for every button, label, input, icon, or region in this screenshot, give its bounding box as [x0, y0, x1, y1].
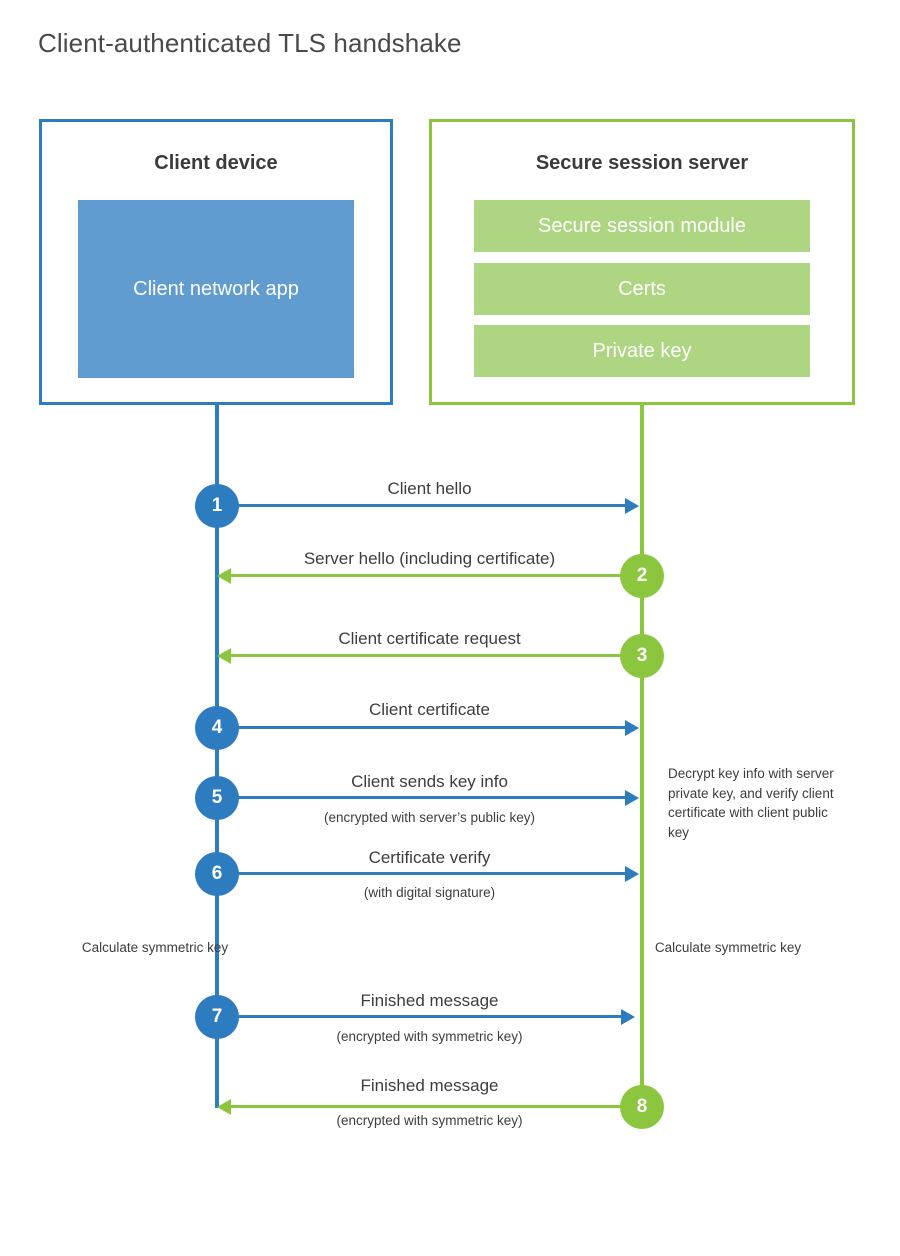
step-7-label: Finished message: [360, 991, 499, 1010]
server-component-certs: Certs: [474, 263, 810, 315]
step-8-number-badge: 8: [620, 1085, 664, 1129]
step-5-arrow-head-icon: [625, 790, 639, 806]
step-1-label: Client hello: [387, 479, 472, 498]
step-7-arrow-head-icon: [621, 1009, 635, 1025]
step-3-arrow-head-icon: [217, 648, 231, 664]
step-5-label: Client sends key info: [351, 772, 508, 791]
step-4-arrow-line: [217, 726, 625, 729]
step-2-number-badge: 2: [620, 554, 664, 598]
client-device-title: Client device: [154, 152, 278, 174]
step-4-arrow-head-icon: [625, 720, 639, 736]
step-8-arrow-line: [231, 1105, 625, 1108]
client-lifeline: [215, 405, 219, 1108]
step-2-arrow-head-icon: [217, 568, 231, 584]
step-5-sublabel: (encrypted with server’s public key): [323, 810, 536, 825]
step-7-number-badge: 7: [195, 995, 239, 1039]
step-5-arrow-line: [217, 796, 625, 799]
step-6-label: Certificate verify: [368, 848, 491, 867]
step-5-number-badge: 5: [195, 776, 239, 820]
step-6-sublabel: (with digital signature): [363, 885, 496, 900]
step-3-number-badge: 3: [620, 634, 664, 678]
server-calculate-symmetric-key-note: Calculate symmetric key: [654, 940, 802, 955]
step-6-arrow-line: [217, 872, 625, 875]
step-1-arrow-head-icon: [625, 498, 639, 514]
server-component-secure-session-module: Secure session module: [474, 200, 810, 252]
step-4-number-badge: 4: [195, 706, 239, 750]
step-3-label: Client certificate request: [338, 629, 521, 648]
step-8-arrow-head-icon: [217, 1099, 231, 1115]
secure-session-server-box: Secure session server Secure session mod…: [429, 119, 855, 405]
step-6-arrow-head-icon: [625, 866, 639, 882]
step-6-number-badge: 6: [195, 852, 239, 896]
server-decrypt-note: Decrypt key info with server private key…: [668, 766, 834, 840]
client-device-box: Client device Client network app: [39, 119, 393, 405]
step-7-sublabel: (encrypted with symmetric key): [336, 1029, 523, 1044]
secure-session-server-title: Secure session server: [535, 152, 749, 174]
page-title: Client-authenticated TLS handshake: [38, 28, 462, 58]
client-calculate-symmetric-key-note: Calculate symmetric key: [81, 940, 229, 955]
step-8-sublabel: (encrypted with symmetric key): [336, 1113, 523, 1128]
server-component-private-key: Private key: [474, 325, 810, 377]
step-7-arrow-line: [217, 1015, 621, 1018]
step-1-number-badge: 1: [195, 484, 239, 528]
server-lifeline: [640, 405, 644, 1106]
step-3-arrow-line: [231, 654, 625, 657]
step-4-label: Client certificate: [369, 700, 490, 719]
step-8-label: Finished message: [360, 1076, 499, 1095]
step-2-arrow-line: [231, 574, 625, 577]
step-2-label: Server hello (including certificate): [303, 549, 556, 568]
step-1-arrow-line: [217, 504, 625, 507]
client-network-app-block: Client network app: [78, 200, 354, 378]
